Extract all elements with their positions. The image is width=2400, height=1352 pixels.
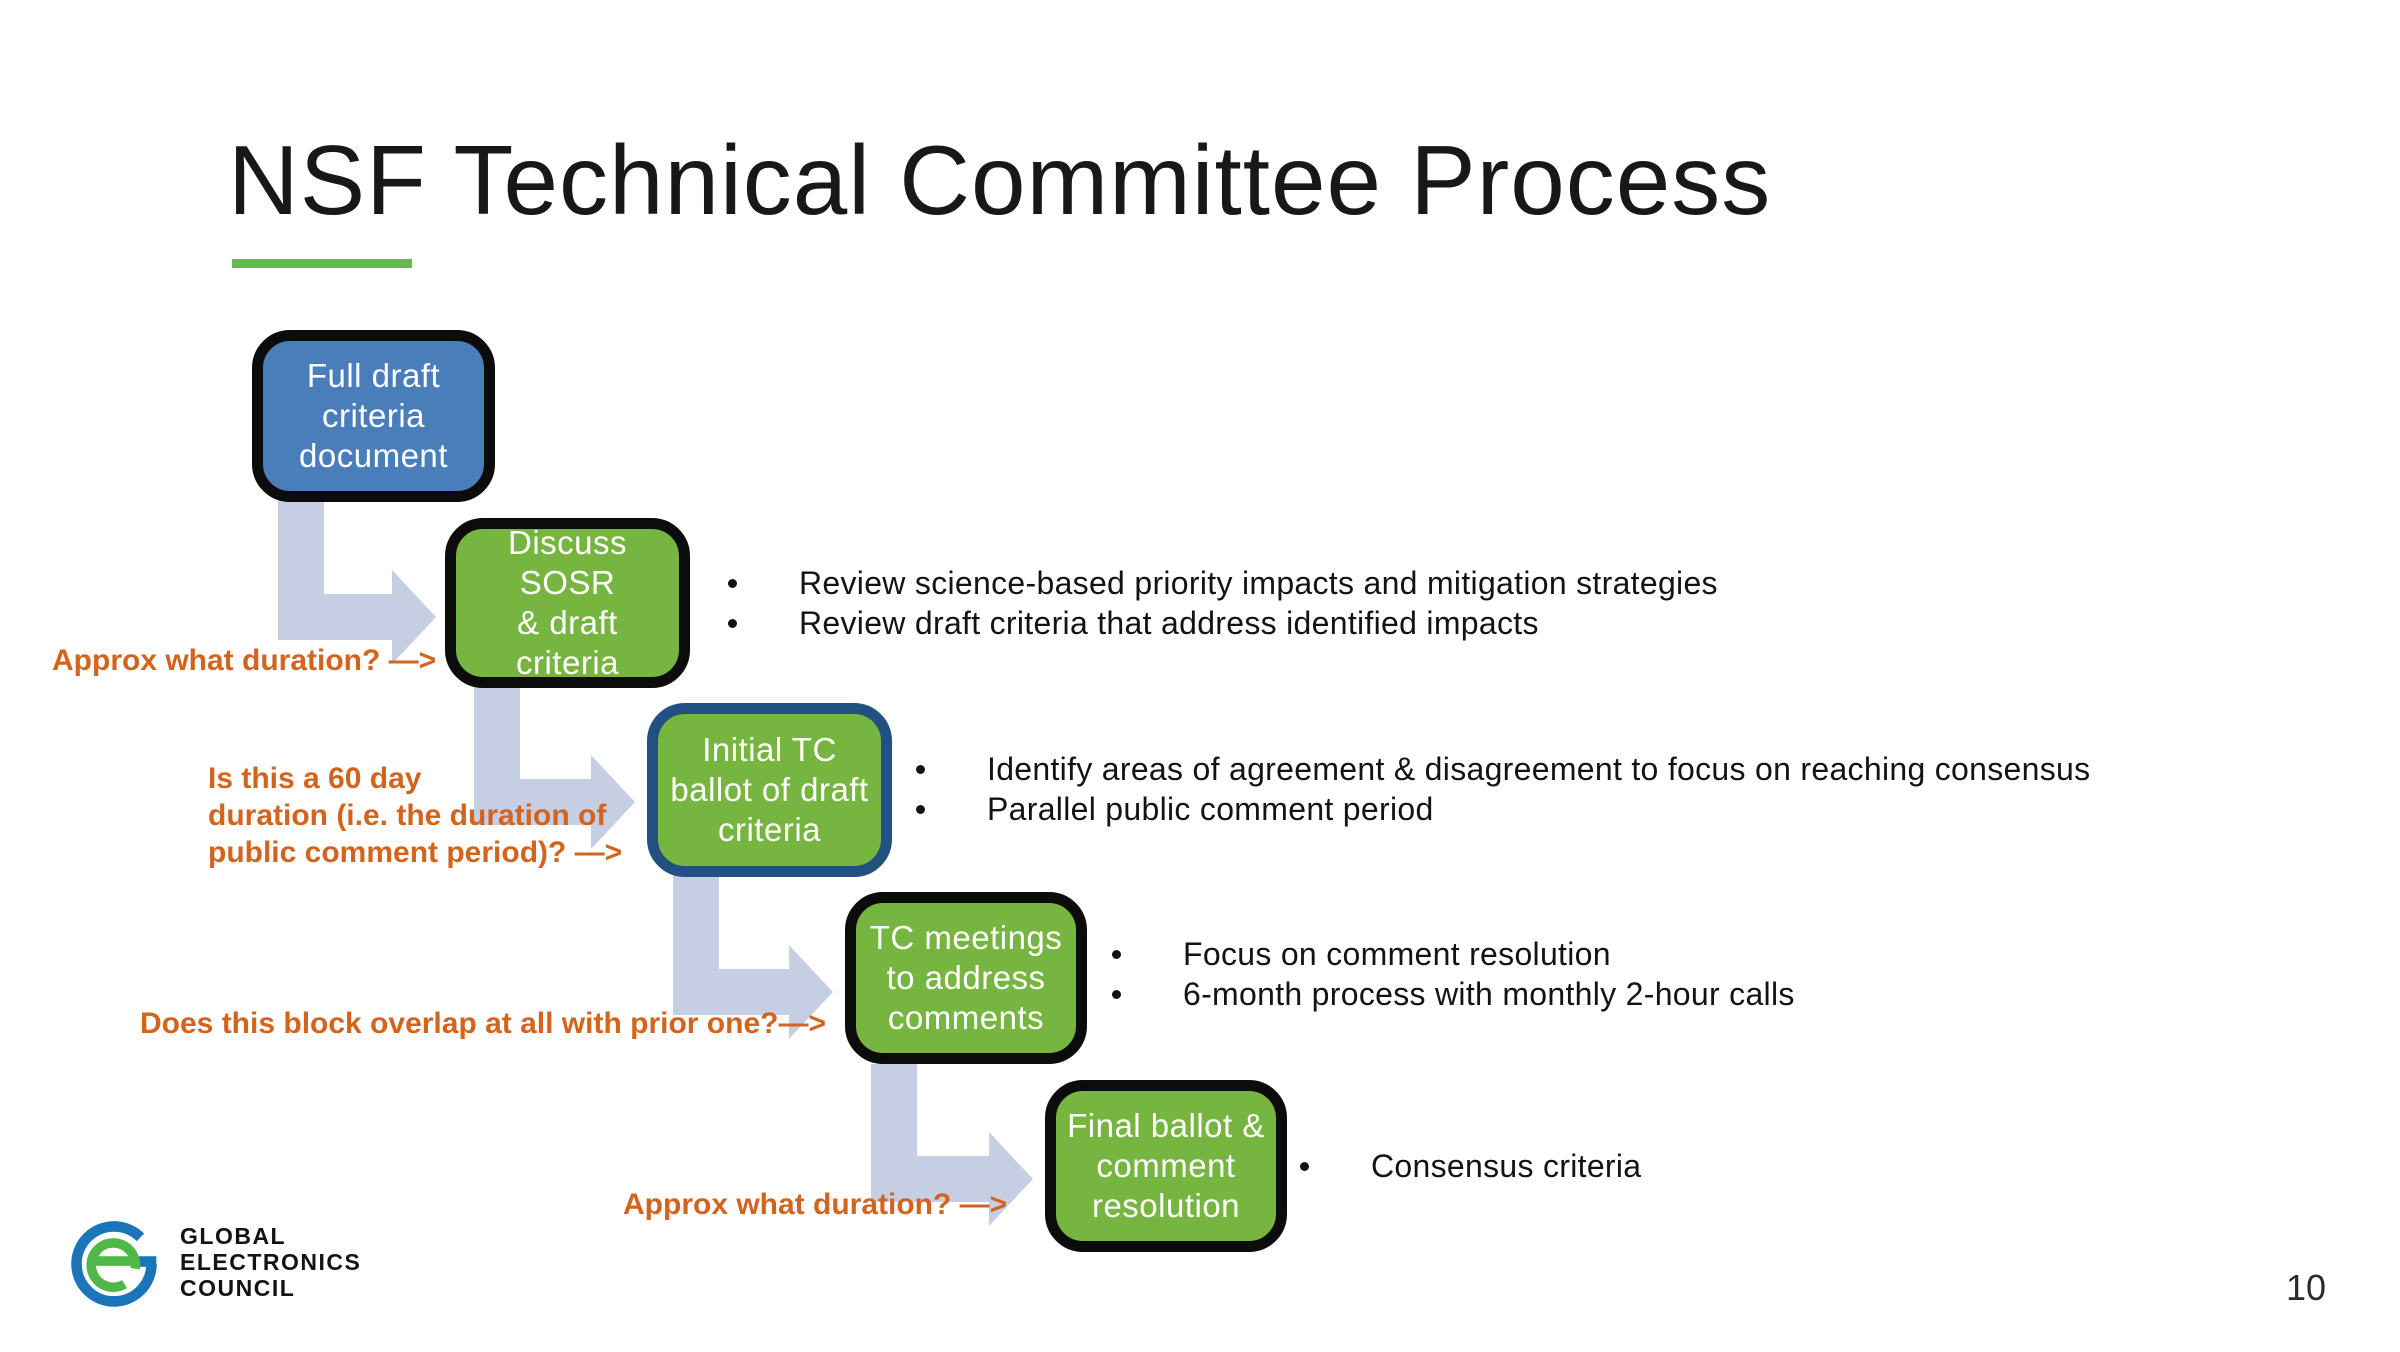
flow-step-label-line: Initial TC bbox=[702, 731, 837, 768]
bullet-icon bbox=[916, 765, 925, 774]
page-title: NSF Technical Committee Process bbox=[228, 125, 1772, 235]
bullet-icon bbox=[1112, 950, 1121, 959]
bullet-text: Review science-based priority impacts an… bbox=[799, 565, 1718, 601]
annotation-duration-question-2: Approx what duration? —> bbox=[623, 1188, 1008, 1221]
bullet-list-final-ballot: Consensus criteria bbox=[1300, 1146, 1641, 1186]
flow-step-final-ballot: Final ballot & comment resolution bbox=[1045, 1080, 1287, 1252]
annotation-60-day-question: Is this a 60 day duration (i.e. the dura… bbox=[208, 760, 622, 871]
annotation-overlap-question: Does this block overlap at all with prio… bbox=[140, 1007, 826, 1040]
flow-step-tc-meetings: TC meetings to address comments bbox=[845, 892, 1087, 1064]
flow-step-label-line: criteria bbox=[515, 644, 620, 681]
annotation-line: duration (i.e. the duration of bbox=[208, 799, 607, 832]
list-item: Identify areas of agreement & disagreeme… bbox=[916, 749, 2090, 789]
annotation-duration-question-1: Approx what duration? —> bbox=[52, 644, 437, 677]
flow-step-label-line: to address bbox=[886, 959, 1046, 996]
bullet-icon bbox=[1300, 1162, 1309, 1171]
connector-arrow-1 bbox=[278, 500, 436, 664]
flow-step-label-line: Discuss SOSR bbox=[507, 524, 628, 601]
bullet-icon bbox=[728, 579, 737, 588]
bullet-text: Focus on comment resolution bbox=[1183, 936, 1611, 972]
logo-text-line: GLOBAL bbox=[180, 1223, 287, 1249]
flow-step-label-line: document bbox=[299, 437, 448, 474]
list-item: Focus on comment resolution bbox=[1112, 934, 1795, 974]
bullet-icon bbox=[916, 805, 925, 814]
title-underline bbox=[232, 259, 412, 268]
gec-logo-wordmark: GLOBAL ELECTRONICS COUNCIL bbox=[180, 1223, 361, 1301]
bullet-text: Identify areas of agreement & disagreeme… bbox=[987, 751, 2091, 787]
logo-text-line: COUNCIL bbox=[180, 1275, 296, 1301]
connector-arrow-2 bbox=[474, 686, 635, 849]
annotation-line: Is this a 60 day bbox=[208, 762, 422, 795]
gec-logo: GLOBAL ELECTRONICS COUNCIL bbox=[64, 1212, 361, 1312]
list-item: 6-month process with monthly 2-hour call… bbox=[1112, 974, 1795, 1014]
flow-step-label-line: comment bbox=[1096, 1147, 1236, 1184]
flow-step-label-line: & draft bbox=[517, 604, 618, 641]
flow-step-label-line: comments bbox=[887, 999, 1045, 1036]
list-item: Consensus criteria bbox=[1300, 1146, 1641, 1186]
flow-step-label-line: resolution bbox=[1091, 1187, 1241, 1224]
bullet-list-discuss-sosr: Review science-based priority impacts an… bbox=[728, 563, 1718, 643]
page-number: 10 bbox=[2286, 1267, 2327, 1308]
flow-step-label-line: TC meetings bbox=[869, 919, 1063, 956]
list-item: Review draft criteria that address ident… bbox=[728, 603, 1718, 643]
bullet-icon bbox=[728, 619, 737, 628]
bullet-list-tc-meetings: Focus on comment resolution 6-month proc… bbox=[1112, 934, 1795, 1014]
annotation-line: public comment period)? —> bbox=[208, 836, 623, 869]
gec-logo-icon bbox=[71, 1221, 157, 1307]
list-item: Parallel public comment period bbox=[916, 789, 2090, 829]
connector-arrow-4 bbox=[871, 1064, 1033, 1226]
bullet-icon bbox=[1112, 990, 1121, 999]
bullet-text: 6-month process with monthly 2-hour call… bbox=[1183, 976, 1795, 1012]
bullet-text: Review draft criteria that address ident… bbox=[799, 605, 1539, 641]
flow-step-label-line: Full draft bbox=[306, 357, 441, 394]
bullet-list-initial-tc-ballot: Identify areas of agreement & disagreeme… bbox=[916, 749, 2090, 829]
flow-step-label-line: criteria bbox=[717, 811, 822, 848]
flow-step-label-line: criteria bbox=[321, 397, 426, 434]
bullet-text: Parallel public comment period bbox=[987, 791, 1434, 827]
flow-step-full-draft-criteria-document: Full draft criteria document bbox=[252, 330, 495, 502]
flow-step-label-line: Final ballot & bbox=[1067, 1107, 1265, 1144]
list-item: Review science-based priority impacts an… bbox=[728, 563, 1718, 603]
flow-step-initial-tc-ballot: Initial TC ballot of draft criteria bbox=[647, 703, 892, 877]
flow-step-discuss-sosr: Discuss SOSR & draft criteria bbox=[445, 518, 690, 688]
bullet-text: Consensus criteria bbox=[1371, 1148, 1642, 1184]
logo-text-line: ELECTRONICS bbox=[180, 1249, 362, 1275]
flow-step-label-line: ballot of draft bbox=[670, 771, 869, 808]
connector-arrow-3 bbox=[673, 875, 833, 1039]
